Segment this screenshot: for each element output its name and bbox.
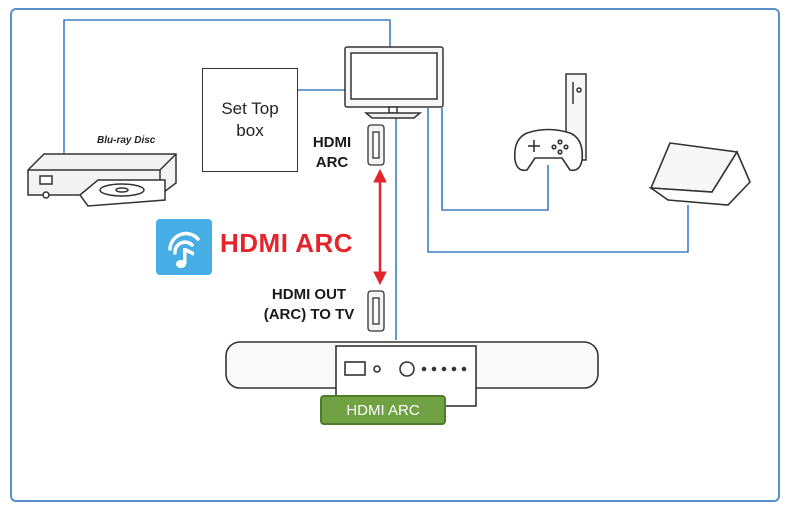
music-wifi-icon [156, 219, 212, 275]
hdmi-port-icon [367, 290, 385, 332]
hdmi-arc-title: HDMI ARC [220, 228, 354, 258]
arc-double-arrow [373, 168, 387, 286]
laptop-icon [648, 142, 751, 206]
wire-bluray-to-tv [63, 19, 391, 155]
wire-console-to-tv [441, 108, 549, 211]
soundbar-hdmi-arc-tag: HDMI ARC [320, 395, 446, 425]
hdmi-arc-tv-label: HDMI ARC [300, 133, 364, 173]
set-top-box: Set Top box [202, 68, 298, 172]
tv-icon [344, 46, 444, 119]
hdmi-port-icon [367, 124, 385, 166]
hdmi-out-label-line1: HDMI OUT [271, 286, 347, 303]
set-top-box-label: Set Top box [221, 99, 279, 140]
hdmi-arc-tv-label-line1: HDMI [312, 134, 352, 151]
hdmi-out-label: HDMI OUT (ARC) TO TV [250, 285, 368, 325]
bluray-player-icon [27, 153, 177, 207]
gamepad-icon [513, 128, 584, 172]
hdmi-out-label-line2: (ARC) TO TV [263, 306, 355, 323]
hdmi-arc-tv-label-line2: ARC [315, 154, 349, 171]
wire-laptop-to-tv [427, 108, 689, 253]
bluray-logo: Blu-ray Disc [97, 135, 156, 146]
connection-wires [63, 19, 689, 340]
